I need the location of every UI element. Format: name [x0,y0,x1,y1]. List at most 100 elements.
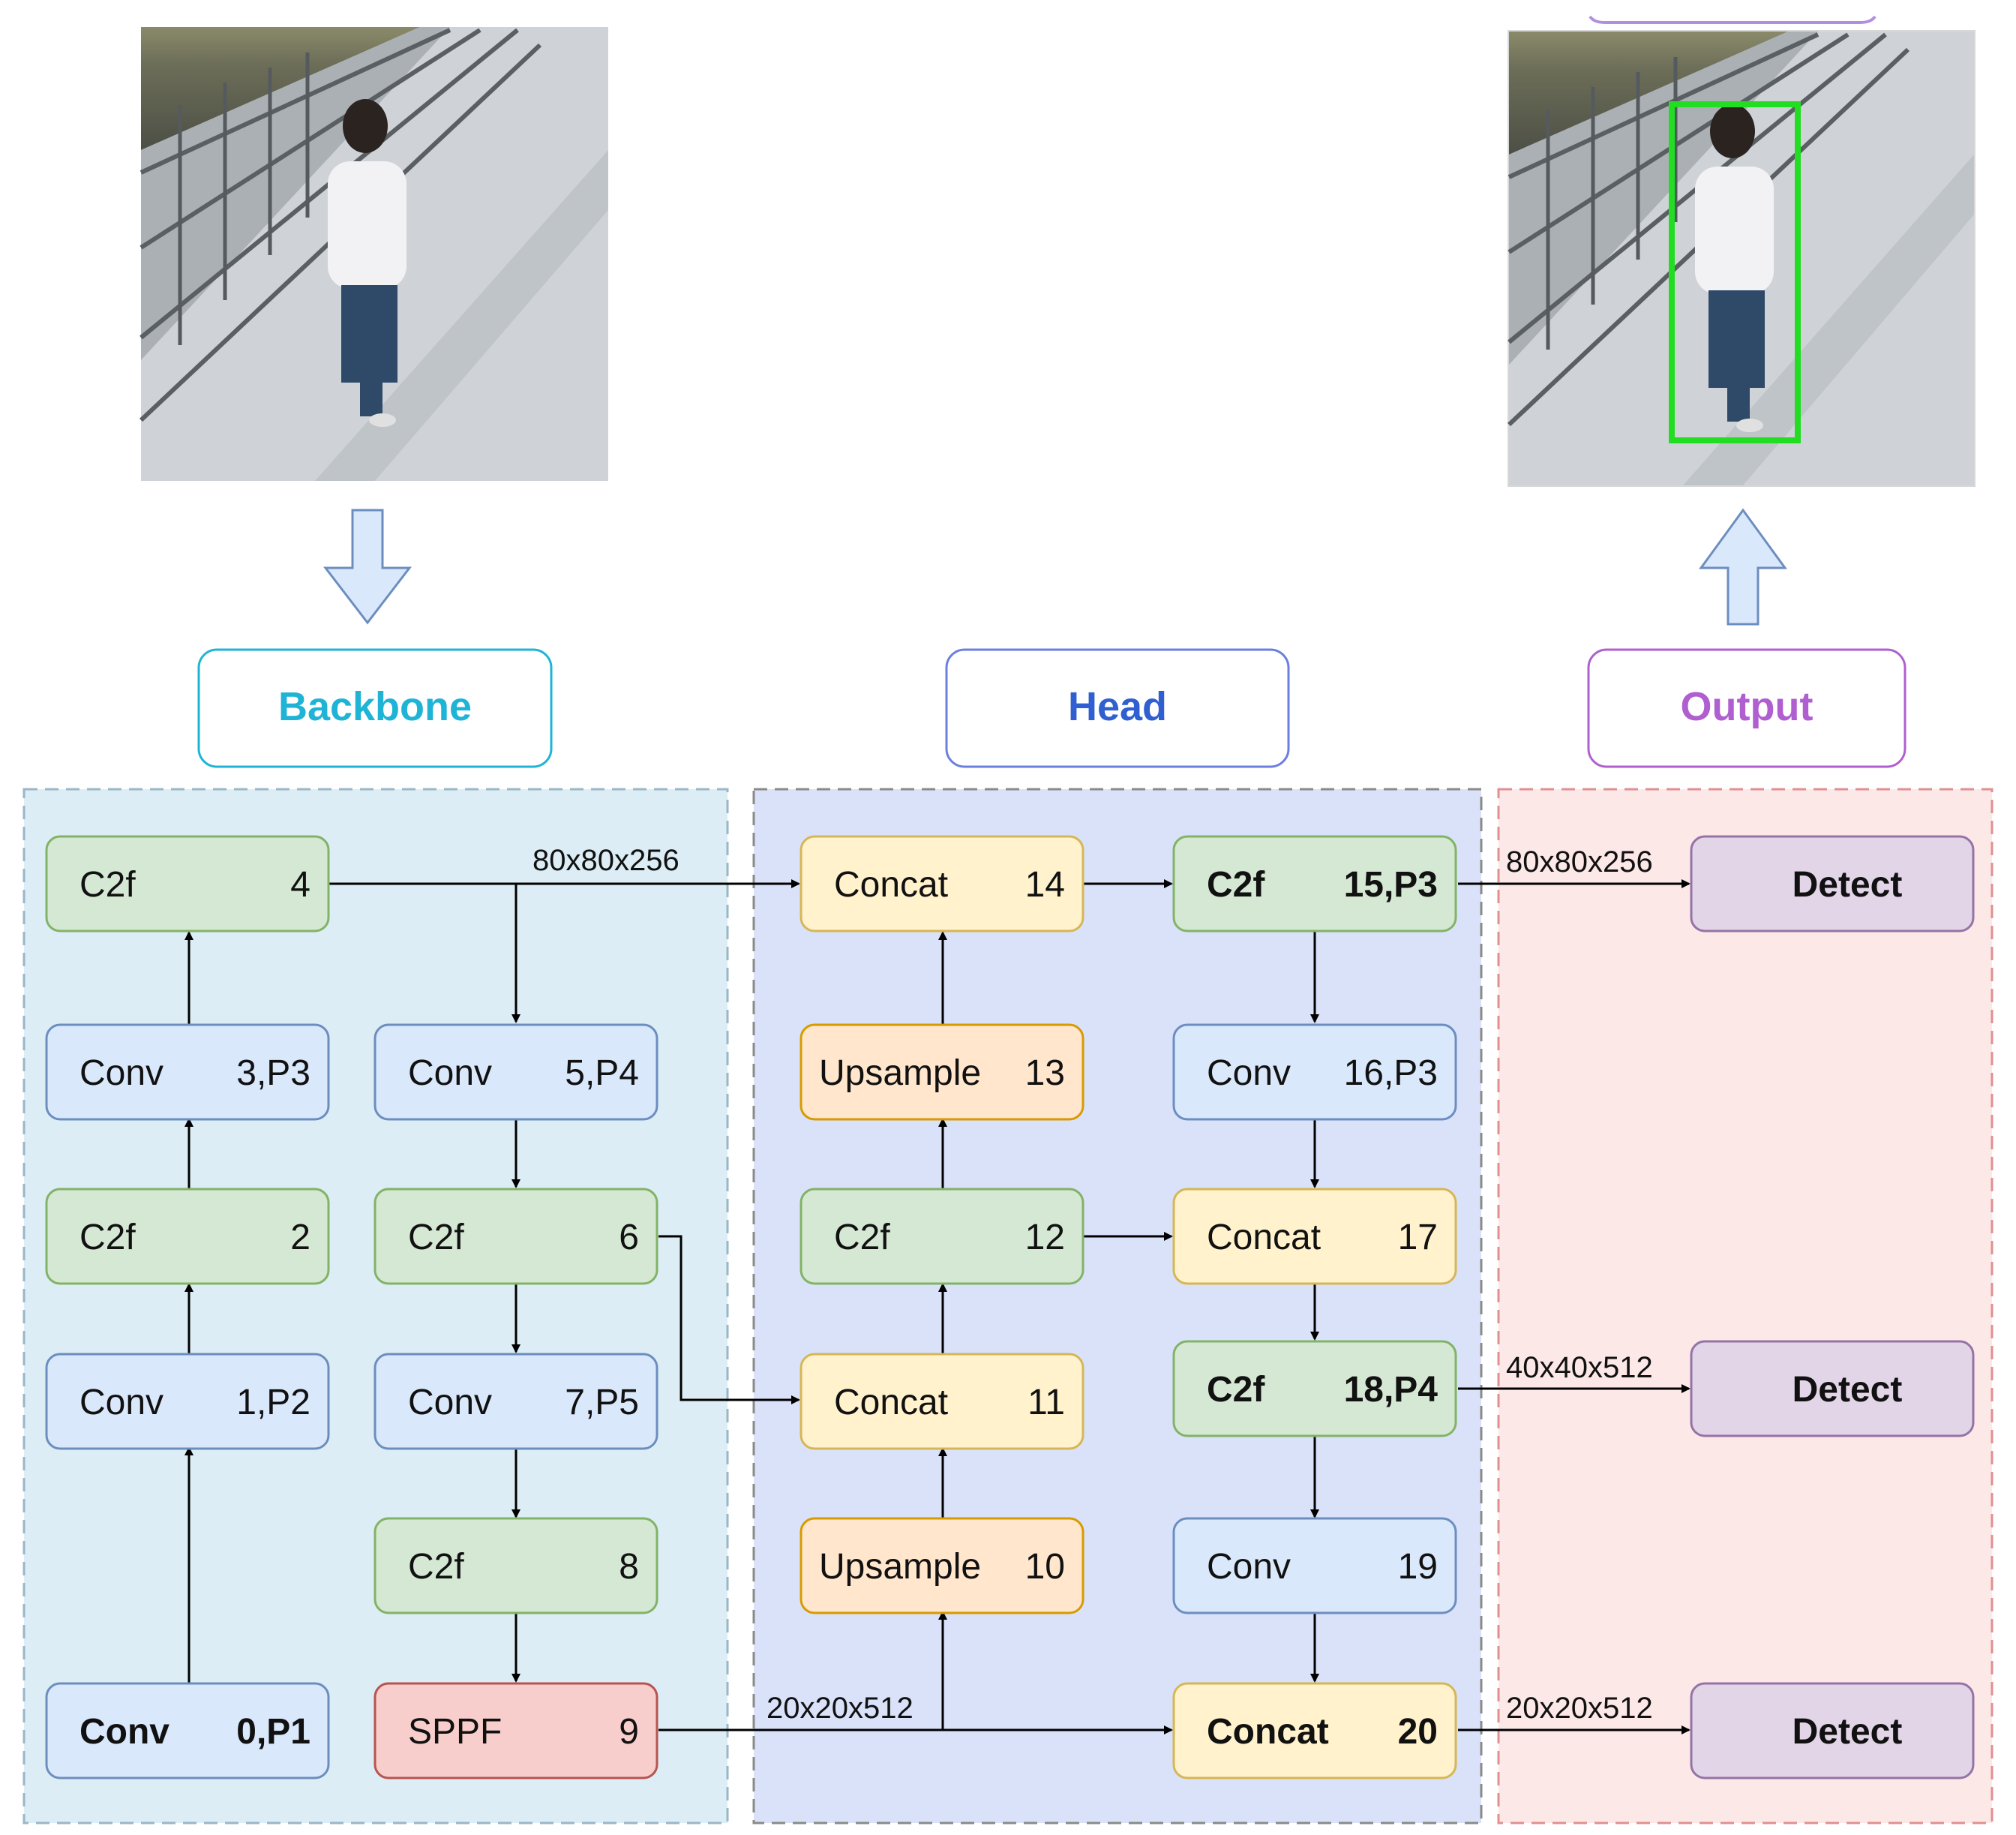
node-box [45,1188,330,1285]
node-n5: Conv 5,P4 [374,1023,658,1121]
edge-label-c2f4-out: 80x80x256 [532,844,680,877]
node-name: Conv [408,1053,492,1093]
node-number: 4 [290,865,310,905]
node-box [45,1023,330,1121]
node-box [45,1682,330,1779]
node-n11: Concat 11 [800,1353,1084,1450]
backbone-title-box [197,648,553,768]
node-name: Conv [80,1712,170,1752]
node-box [374,1517,658,1614]
node-n20: Concat 20 [1172,1682,1457,1779]
output-image [1507,15,1976,487]
node-name: Conv [408,1383,492,1422]
node-n3: Conv 3,P3 [45,1023,330,1121]
edge-label-p3-out: 80x80x256 [1506,845,1653,878]
node-d1: Detect [1690,835,1975,933]
input-image [139,27,608,481]
node-number: 0,P1 [236,1712,310,1752]
node-n18: C2f 18,P4 [1172,1340,1457,1437]
node-name: Concat [834,1383,948,1422]
node-n0: Conv 0,P1 [45,1682,330,1779]
node-number: 19 [1398,1547,1438,1587]
detection-bounding-box [1669,101,1801,443]
node-box [800,1188,1084,1285]
down-block-arrow-icon [322,509,412,625]
node-name: Conv [1207,1547,1291,1587]
node-number: 8 [619,1547,639,1587]
backbone-title: Backbone [278,684,472,729]
node-number: 20 [1398,1712,1438,1752]
node-name: Conv [80,1053,164,1093]
up-block-arrow-icon [1699,508,1787,626]
node-box [45,1353,330,1450]
node-name: Concat [834,865,948,905]
head-panel [752,788,1483,1824]
node-n7: Conv 7,P5 [374,1353,658,1450]
node-n19: Conv 19 [1172,1517,1457,1614]
node-number: 9 [619,1712,639,1752]
output-panel [1497,788,1994,1824]
node-name: C2f [1207,1370,1265,1410]
node-box [1172,1188,1457,1285]
node-number: 6 [619,1218,639,1257]
edge-label-p5-out: 20x20x512 [1506,1692,1653,1725]
node-box [800,1353,1084,1450]
node-box [1172,1023,1457,1121]
node-box [374,1682,658,1779]
node-box [800,835,1084,933]
node-name: C2f [408,1547,464,1587]
node-name: C2f [1207,865,1265,905]
node-box [374,1188,658,1285]
edge-6-11 [658,1235,800,1404]
node-name: C2f [834,1218,890,1257]
node-number: 10 [1025,1547,1065,1587]
node-number: 7,P5 [565,1383,639,1422]
node-box [1172,1340,1457,1437]
node-box [1690,835,1975,933]
head-title-box [945,648,1290,768]
node-number: 5,P4 [565,1053,639,1093]
node-n15: C2f 15,P3 [1172,835,1457,933]
node-name: Concat [1207,1218,1321,1257]
backbone-panel [22,788,729,1824]
node-name: SPPF [408,1712,502,1752]
node-number: 15,P3 [1344,865,1438,905]
edge-label-sppf-out: 20x20x512 [766,1692,914,1725]
node-box [1172,1682,1457,1779]
node-n4: C2f 4 [45,835,330,933]
node-box [1172,835,1457,933]
node-number: 11 [1028,1383,1065,1422]
node-box [45,835,330,933]
node-name: C2f [80,1218,136,1257]
node-name: Detect [1792,865,1903,905]
node-box [374,1353,658,1450]
node-number: 18,P4 [1344,1370,1438,1410]
head-title: Head [1068,684,1167,729]
node-box [1690,1682,1975,1779]
node-box [374,1023,658,1121]
node-d3: Detect [1690,1682,1975,1779]
node-n8: C2f 8 [374,1517,658,1614]
node-number: 1,P2 [236,1383,310,1422]
output-title: Output [1681,684,1814,729]
node-box [800,1023,1084,1121]
node-box [1690,1340,1975,1437]
node-name: Upsample [819,1053,981,1093]
node-n9: SPPF 9 [374,1682,658,1779]
node-name: Concat [1207,1712,1329,1752]
node-box [800,1517,1084,1614]
node-n2: C2f 2 [45,1188,330,1285]
node-number: 2 [290,1218,310,1257]
node-number: 3,P3 [236,1053,310,1093]
node-number: 16,P3 [1344,1053,1438,1093]
node-name: C2f [80,865,136,905]
edges [184,879,1690,1734]
